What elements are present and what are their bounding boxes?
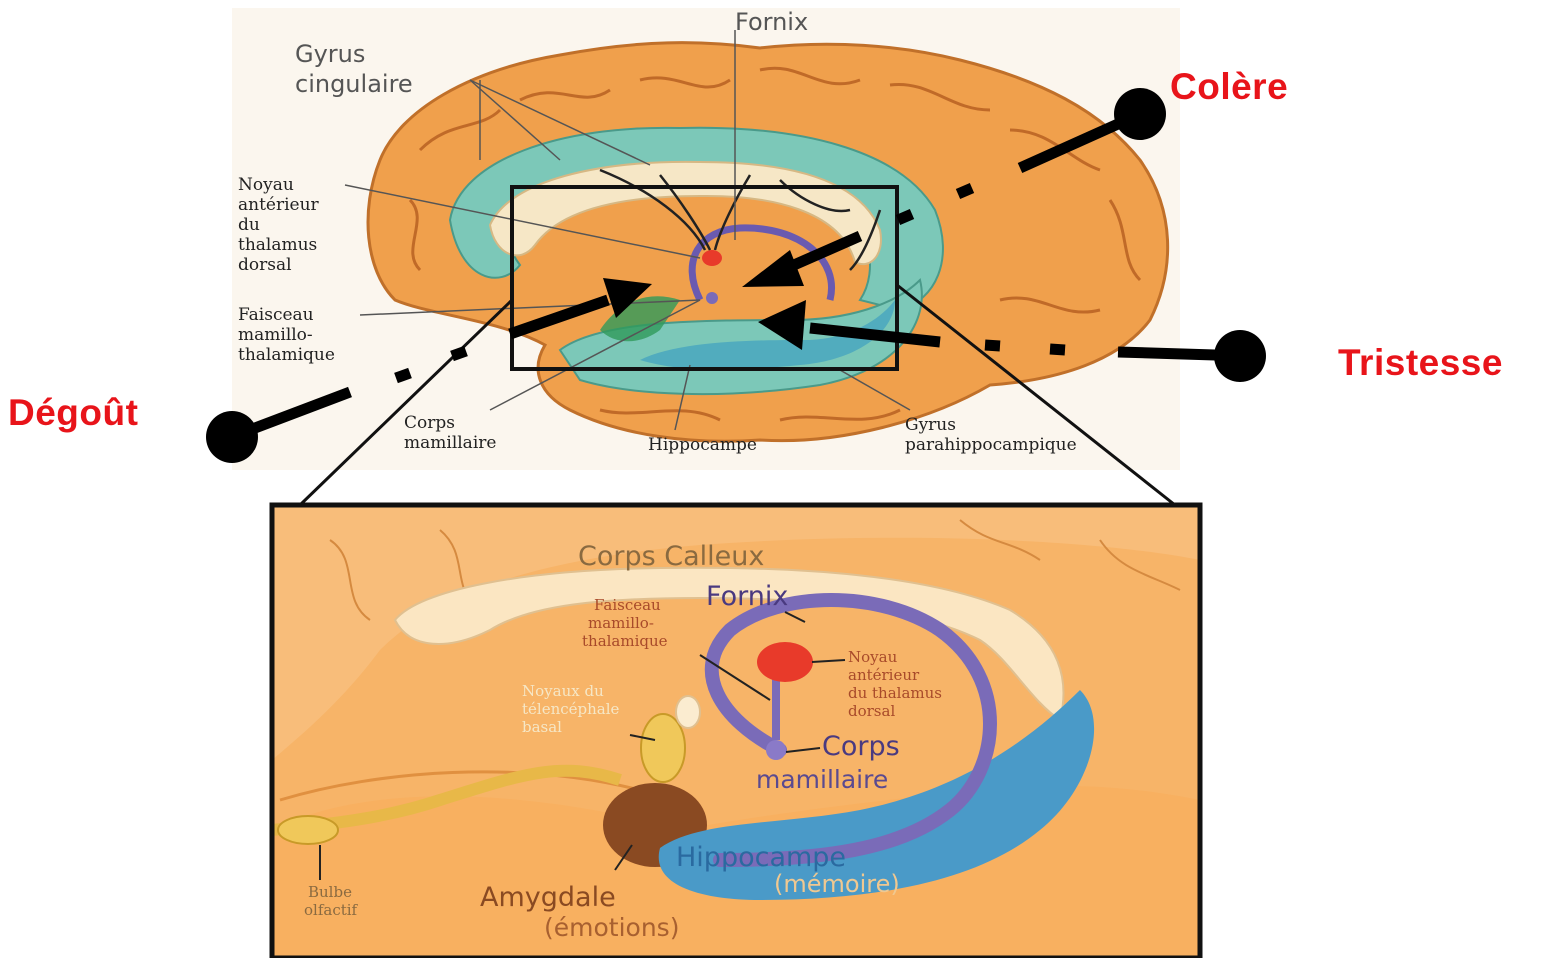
top-brain-diagram: Fornix Gyrus cingulaire Noyau antérieur …: [232, 8, 1180, 470]
faisceau-line2: mamillo-: [238, 325, 313, 345]
noyaux-inset-line3: basal: [522, 718, 562, 736]
label-gyrus-cingulaire-line1: Gyrus: [295, 40, 365, 68]
emotion-label-colere: Colère: [1170, 66, 1288, 108]
faisceau-line1: Faisceau: [238, 305, 314, 325]
faisceau-inset-line3: thalamique: [582, 632, 668, 650]
corps-line1: Corps: [404, 413, 455, 433]
emotion-label-tristesse: Tristesse: [1338, 342, 1503, 384]
label-hippocampe-inset-line1: Hippocampe: [676, 842, 846, 873]
inset-anterior-nucleus: [757, 642, 813, 682]
faisceau-inset-line2: mamillo-: [588, 614, 654, 632]
gyrus-para-line2: parahippocampique: [905, 435, 1077, 455]
label-hippocampe-top: Hippocampe: [648, 435, 757, 455]
bulbe-inset-line2: olfactif: [304, 901, 359, 919]
label-bulbe-inset: Bulbe olfactif: [304, 883, 359, 919]
label-amygdale-line2: (émotions): [544, 913, 679, 942]
noyaux-inset-line2: télencéphale: [522, 700, 620, 718]
mammillary-body-top: [706, 292, 718, 304]
corps-line2: mamillaire: [404, 433, 496, 453]
basal-nuclei: [641, 714, 685, 782]
noyau-inset-line1: Noyau: [848, 648, 898, 666]
olfactory-bulb: [278, 816, 338, 844]
label-corps-calleux: Corps Calleux: [578, 541, 764, 572]
label-fornix-top: Fornix: [735, 8, 808, 36]
label-corps-inset-line1: Corps: [822, 731, 900, 762]
noyau-inset-line3: du thalamus: [848, 684, 942, 702]
faisceau-inset-line1: Faisceau: [594, 596, 661, 614]
noyau-inset-line4: dorsal: [848, 702, 895, 720]
emotion-label-degout: Dégoût: [8, 392, 138, 434]
bulbe-inset-line1: Bulbe: [308, 883, 352, 901]
noyau-line1: Noyau: [238, 175, 294, 195]
basal-nuclei-cap: [676, 696, 700, 728]
anterior-nucleus-top: [702, 250, 722, 266]
noyau-inset-line2: antérieur: [848, 666, 920, 684]
zoom-inset: Corps Calleux Fornix Faisceau mamillo- t…: [272, 505, 1200, 958]
pointer-colere-dot2: [898, 214, 912, 220]
label-amygdale-line1: Amygdale: [480, 882, 616, 913]
noyau-line2: antérieur: [238, 195, 320, 215]
pointer-degout-dot1: [396, 373, 410, 378]
noyau-line3: du: [238, 215, 260, 235]
pointer-tristesse-dot2: [985, 345, 1000, 346]
pointer-tristesse-dot1: [1050, 349, 1065, 350]
pointer-degout-dot: [206, 411, 258, 463]
noyau-line4: thalamus: [238, 235, 317, 255]
gyrus-para-line1: Gyrus: [905, 415, 956, 435]
pointer-colere-dot1: [958, 188, 972, 194]
pointer-tristesse-dot: [1214, 330, 1266, 382]
pointer-tristesse-dash1: [1118, 352, 1215, 355]
inset-mammillary-body: [766, 740, 786, 760]
noyau-line5: dorsal: [238, 255, 292, 275]
label-fornix-inset: Fornix: [706, 581, 788, 612]
label-hippocampe-inset-line2: (mémoire): [774, 870, 900, 898]
label-corps-inset-line2: mamillaire: [756, 765, 888, 794]
noyaux-inset-line1: Noyaux du: [522, 682, 604, 700]
pointer-colere-dot: [1114, 88, 1166, 140]
pointer-degout-dot2: [452, 351, 466, 356]
label-gyrus-cingulaire-line2: cingulaire: [295, 70, 413, 98]
faisceau-line3: thalamique: [238, 345, 335, 365]
